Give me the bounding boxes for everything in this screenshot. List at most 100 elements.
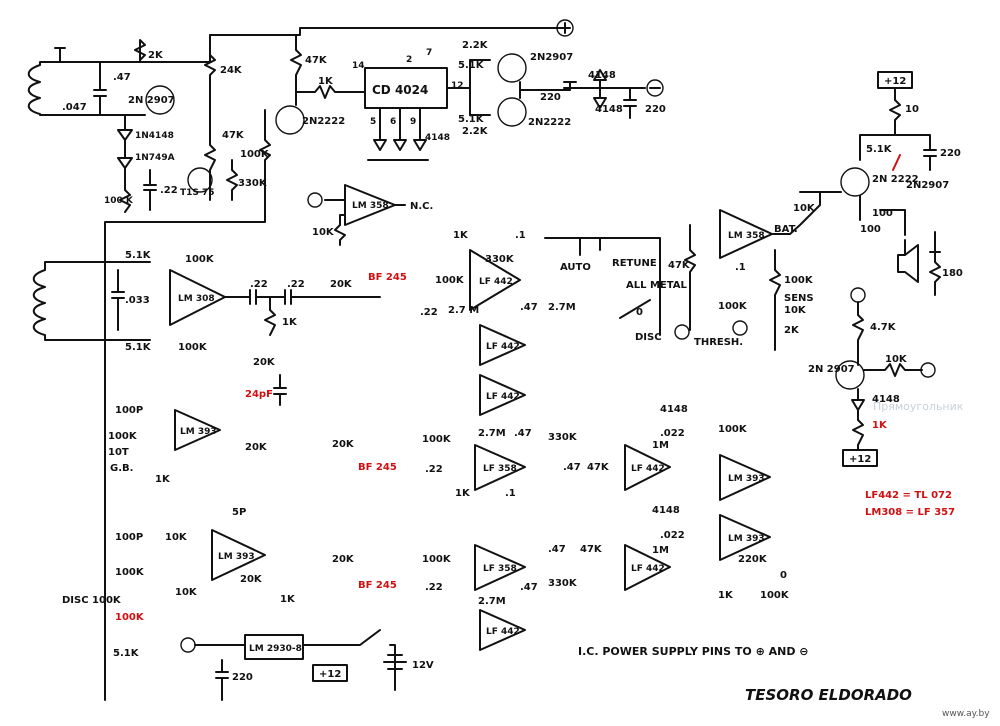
label-r10k-sens: 10K: [784, 305, 807, 316]
transistor-q3: [497, 53, 527, 83]
label-r1k-b: 1K: [282, 317, 298, 328]
label-zero: 0: [636, 307, 643, 318]
label-q6: 2N2907: [906, 180, 949, 191]
label-q3: 2N2907: [530, 52, 573, 63]
label-lf442-c: LF 442: [486, 392, 520, 402]
label-lm393-e: LM 393: [728, 474, 765, 484]
label-r51k-e: 5.1K: [113, 648, 140, 659]
speaker-icon: [897, 239, 919, 283]
label-r100k-e: 100K: [784, 275, 814, 286]
diode-res-right: [851, 388, 865, 451]
label-q2: 2N2222: [302, 116, 345, 127]
label-v12: 12V: [412, 660, 434, 671]
label-c47-b: .47: [520, 302, 538, 313]
label-d4148-d: 4148: [872, 394, 900, 405]
res-47k-c: [852, 301, 864, 366]
search-coil-rx: [32, 261, 151, 341]
pin-6: 6: [390, 117, 396, 127]
jack-180: [929, 231, 941, 296]
res-24k: [204, 34, 216, 131]
label-c47-d: .47: [563, 462, 581, 473]
label-c1-a: .1: [515, 230, 526, 241]
terminal-pos-top: [556, 19, 574, 37]
label-r2k: 2K: [148, 50, 164, 61]
box-plus12-c: [312, 664, 348, 682]
wire-preamp-out: [224, 289, 381, 305]
res-sens-chain: [769, 249, 781, 351]
battery-icon: [383, 654, 407, 670]
label-r10k-e: 10K: [175, 587, 198, 598]
label-r100k-f: 100K: [718, 301, 748, 312]
label-r47k-bat: 47K: [668, 260, 691, 271]
res-2k: [134, 39, 146, 63]
label-c220-b: 220: [645, 104, 666, 115]
label-c022-a: .022: [660, 428, 685, 439]
label-d4148-b: 4148: [588, 70, 616, 81]
opamp-lf358-c: [474, 444, 526, 491]
opamp-lf442-f: [624, 544, 671, 591]
label-r1m-a: 1M: [652, 440, 669, 451]
label-lf442-a: LF 442: [479, 277, 513, 287]
label-c1-b: .1: [735, 262, 746, 273]
label-c47: .47: [113, 72, 131, 83]
label-r1k-c: 1K: [453, 230, 469, 241]
label-r27m-a: 2.7 M: [448, 305, 479, 316]
label-nc: N.C.: [410, 201, 433, 212]
label-r10k-bat: 10K: [793, 203, 816, 214]
res-10k-c: [863, 363, 923, 377]
label-r100k-b: 100K: [240, 149, 270, 160]
transistor-q4: [497, 97, 527, 127]
cap-24pf: [273, 374, 287, 406]
transistor-q5: [840, 167, 870, 197]
pin-12: 12: [451, 81, 464, 91]
left-bus: [104, 109, 271, 701]
label-gb: G.B.: [110, 463, 133, 474]
pin-2: 2: [406, 55, 412, 65]
label-c47-c: .47: [514, 428, 532, 439]
opamp-lm393-disc: [211, 529, 266, 581]
res-330k-a: [226, 159, 238, 201]
label-r10k-d: 10K: [165, 532, 188, 543]
label-lm393-f: LM 393: [728, 534, 765, 544]
label-c47-f: .47: [548, 544, 566, 555]
label-r100k-c2: 100K: [178, 342, 208, 353]
box-plus12-b: [842, 449, 878, 467]
note-power: I.C. POWER SUPPLY PINS TO ⊕ AND ⊖: [578, 645, 809, 658]
opamp-lm393-gb: [174, 409, 221, 451]
page-title: TESORO ELDORADO: [745, 686, 912, 704]
label-d4148-f: 4148: [652, 505, 680, 516]
label-r51k-c: 5.1K: [125, 250, 152, 261]
label-r1k-e: 1K: [280, 594, 296, 605]
red-mark: [892, 154, 901, 171]
label-r10k-nc: 10K: [312, 227, 335, 238]
opamp-lf442-g: [479, 609, 526, 651]
label-r20k-a: 20K: [330, 279, 353, 290]
wire-nc: [334, 204, 406, 246]
label-r47k-a: 47K: [222, 130, 245, 141]
label-r100-a: 100: [872, 208, 893, 219]
terminal-neg-top: [646, 79, 664, 97]
label-lf442-d: LF 442: [631, 464, 665, 474]
label-lf358-f: LF 358: [483, 564, 517, 574]
label-lf442-f: LF 442: [631, 564, 665, 574]
label-t1s: T1S 75: [180, 188, 215, 198]
label-r100k-h: 100K: [718, 424, 748, 435]
terminal-neg-thresh: [674, 324, 690, 340]
note-equiv2: LM308 = LF 357: [865, 507, 955, 518]
label-c5p: 5P: [232, 507, 246, 518]
label-c022-b: .022: [660, 530, 685, 541]
label-d4148-c: 4148: [595, 104, 623, 115]
cap-220-d: [215, 659, 229, 701]
label-r24k: 24K: [220, 65, 243, 76]
opamp-lm393-e: [719, 454, 771, 501]
pin-9: 9: [410, 117, 416, 127]
label-fet2: BF 245: [358, 462, 397, 473]
label-r27m-d: 2.7M: [478, 596, 506, 607]
top-rail-wire: [69, 27, 561, 63]
label-fet3: BF 245: [358, 580, 397, 591]
res-100k-a: [119, 167, 131, 213]
pin-14: 14: [352, 61, 365, 71]
cap-47: [93, 61, 107, 116]
jfet-t1s: [187, 167, 213, 193]
label-disc-pot: DISC 100K: [62, 595, 122, 606]
